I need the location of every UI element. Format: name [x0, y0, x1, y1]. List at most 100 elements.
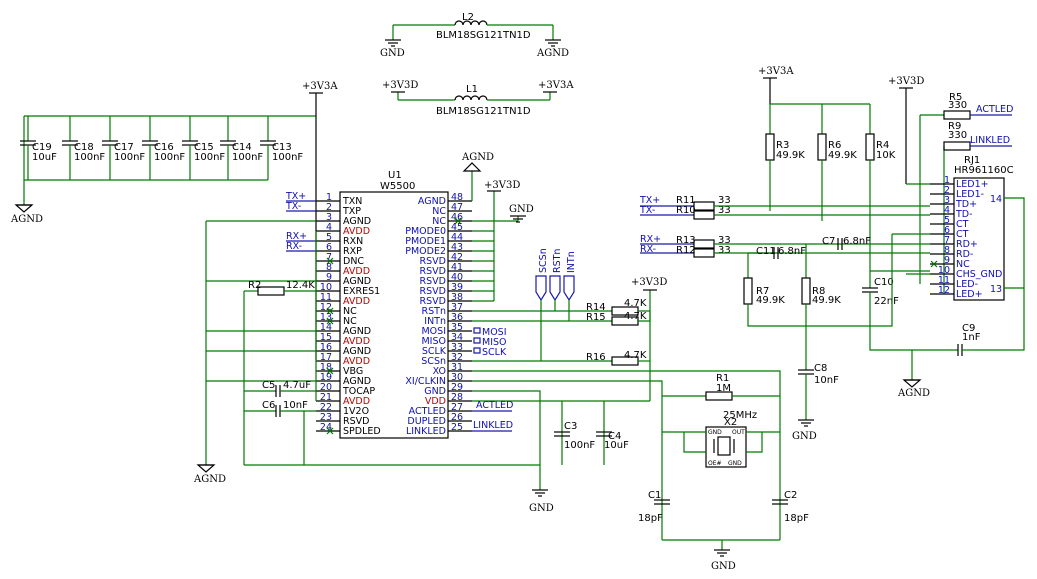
- c7-value: 6.8nF: [843, 236, 871, 247]
- left-agnd-label: AGND: [10, 214, 43, 225]
- u1-pin-number: 16: [320, 342, 332, 353]
- u1-pin-name: NC: [343, 316, 357, 327]
- rj1-pin-number: 9: [944, 255, 950, 266]
- r12-value: 33: [718, 245, 731, 256]
- l2-ref: L2: [462, 12, 474, 23]
- c3-value: 100nF: [564, 440, 595, 451]
- u1-pin-number: 23: [320, 412, 332, 423]
- rj1-pin-number: 12: [938, 285, 950, 296]
- c3-ref: C3: [564, 421, 577, 432]
- decoupling-value: 10uF: [32, 152, 57, 163]
- u1-pin-name: RSTn: [422, 306, 446, 317]
- u1-pin-name: SCLK: [422, 346, 447, 357]
- rj45-section: +3V3A R3 49.9K R6 49.9K R4 10K +3V3D R5 …: [639, 66, 1025, 442]
- u1-top-agnd-label: AGND: [461, 152, 494, 163]
- u1-pin-number: 38: [451, 292, 463, 303]
- u1-pin-number: 21: [320, 392, 332, 403]
- u1-pin-name: INTn: [424, 316, 446, 327]
- u1-pin-name: RSVD: [420, 286, 446, 297]
- u1-left-wiring: TX+ TX- RX+ RX- AGND R2 12.4K C5 4.7uF C…: [193, 191, 540, 485]
- agnd-symbol-l2-right: AGND: [536, 39, 569, 59]
- net-actled-rj: ACTLED: [976, 104, 1013, 115]
- rj1-ref: RJ1: [964, 155, 980, 166]
- c5-value: 4.7uF: [283, 380, 311, 391]
- decoupling-value: 100nF: [194, 152, 225, 163]
- c4-ref: C4: [608, 431, 621, 442]
- u1-v3d-label: +3V3D: [484, 180, 520, 191]
- u1-pin-name: PMODE2: [405, 246, 446, 257]
- tag-mosi: MOSI: [482, 327, 507, 338]
- rj1-pin-name: LED1-: [956, 189, 984, 200]
- u1-pin-number: 37: [451, 302, 463, 313]
- rj-v3d-label: +3V3D: [888, 76, 924, 87]
- rj1-pin-number: 8: [944, 245, 950, 256]
- r10-value: 33: [718, 205, 731, 216]
- u1-pin-name: AGND: [343, 216, 371, 227]
- rj1-pin-name: CHS_GND: [956, 269, 1002, 280]
- u1-pin-number: 44: [451, 232, 463, 243]
- u1-pin-name: RSVD: [420, 256, 446, 267]
- crystal-section: R1 1M 25MHz X2 GND OUT OE# GND C1 18pF C…: [638, 373, 809, 572]
- u1-pin-number: 30: [451, 372, 463, 383]
- u1-pin-name: TXP: [342, 206, 361, 217]
- c1-value: 18pF: [638, 513, 663, 524]
- u1-pin-number: 39: [451, 282, 463, 293]
- c9-value: 1nF: [962, 332, 981, 343]
- net-rxp-rj: RX+: [640, 234, 661, 245]
- decoupling-value: 100nF: [232, 152, 263, 163]
- decoupling-ref: C17: [114, 142, 134, 153]
- u1-pin-number: 47: [451, 202, 463, 213]
- net-rxn-left: RX-: [286, 241, 302, 252]
- u1-pin-number: 42: [451, 252, 463, 263]
- rj1-pin-name: LED1+: [956, 179, 989, 190]
- tag-rstn: RSTn: [552, 249, 563, 273]
- tag-scsn: SCSn: [538, 248, 549, 273]
- r11-ref: R11: [676, 195, 696, 206]
- rj-agnd-label: AGND: [897, 388, 930, 399]
- tag-intn: INTn: [566, 251, 577, 273]
- u1-pin-name: DNC: [343, 256, 364, 267]
- u1-pin-number: 6: [326, 242, 332, 253]
- decoupling-ref: C16: [154, 142, 174, 153]
- rj1-pin-number: 4: [944, 205, 950, 216]
- c2-value: 18pF: [784, 513, 809, 524]
- rj1-pin-number: 3: [944, 195, 950, 206]
- r14-ref: R14: [586, 302, 606, 313]
- u1-pin-number: 28: [451, 392, 463, 403]
- u1-pin-name: MISO: [421, 336, 446, 347]
- rj1-pin-number: 1: [944, 175, 950, 186]
- r12-ref: R12: [676, 245, 696, 256]
- l1-v3d-label: +3V3D: [382, 80, 418, 91]
- r14-value: 4.7K: [624, 298, 647, 309]
- u1-pin-number: 12: [320, 302, 332, 313]
- u1-pin-number: 41: [451, 262, 463, 273]
- u1-pin-number: 24: [320, 422, 332, 433]
- u1-pin-name: AVDD: [343, 296, 370, 307]
- u1-pin-number: 20: [320, 382, 332, 393]
- l1-part: BLM18SG121TN1D: [436, 106, 531, 117]
- u1-pin-number: 8: [326, 262, 332, 273]
- v3a-rail-label: +3V3A: [302, 81, 338, 92]
- u1-pin-name: AGND: [418, 196, 446, 207]
- net-rxp-left: RX+: [286, 231, 307, 242]
- u1-pin-name: VBG: [343, 366, 363, 377]
- u1-pin-number: 5: [326, 232, 332, 243]
- r13-ref: R13: [676, 235, 696, 246]
- u1-pin-number: 43: [451, 242, 463, 253]
- u1-pin-name: DUPLED: [407, 416, 446, 427]
- u1-pin-name: TXN: [342, 196, 362, 207]
- c9-ref: C9: [962, 323, 975, 334]
- r4-ref: R4: [876, 140, 889, 151]
- u1-pin-number: 1: [326, 192, 332, 203]
- rj1-part: HR961160C: [954, 165, 1014, 176]
- u1-pin-name: XI/CLKIN: [405, 376, 446, 387]
- u1-pin-number: 7: [326, 252, 332, 263]
- r3-ref: R3: [776, 140, 789, 151]
- l1-v3a-label: +3V3A: [538, 80, 574, 91]
- u1-pin-name: 1V2O: [343, 406, 369, 417]
- rj1-pin-name: LED+: [956, 289, 983, 300]
- u1-pin-name: VDD: [425, 396, 446, 407]
- net-txp-rj: TX+: [639, 195, 660, 206]
- u1-agnd-label: AGND: [193, 474, 226, 485]
- rj1-pin13: 13: [990, 284, 1002, 295]
